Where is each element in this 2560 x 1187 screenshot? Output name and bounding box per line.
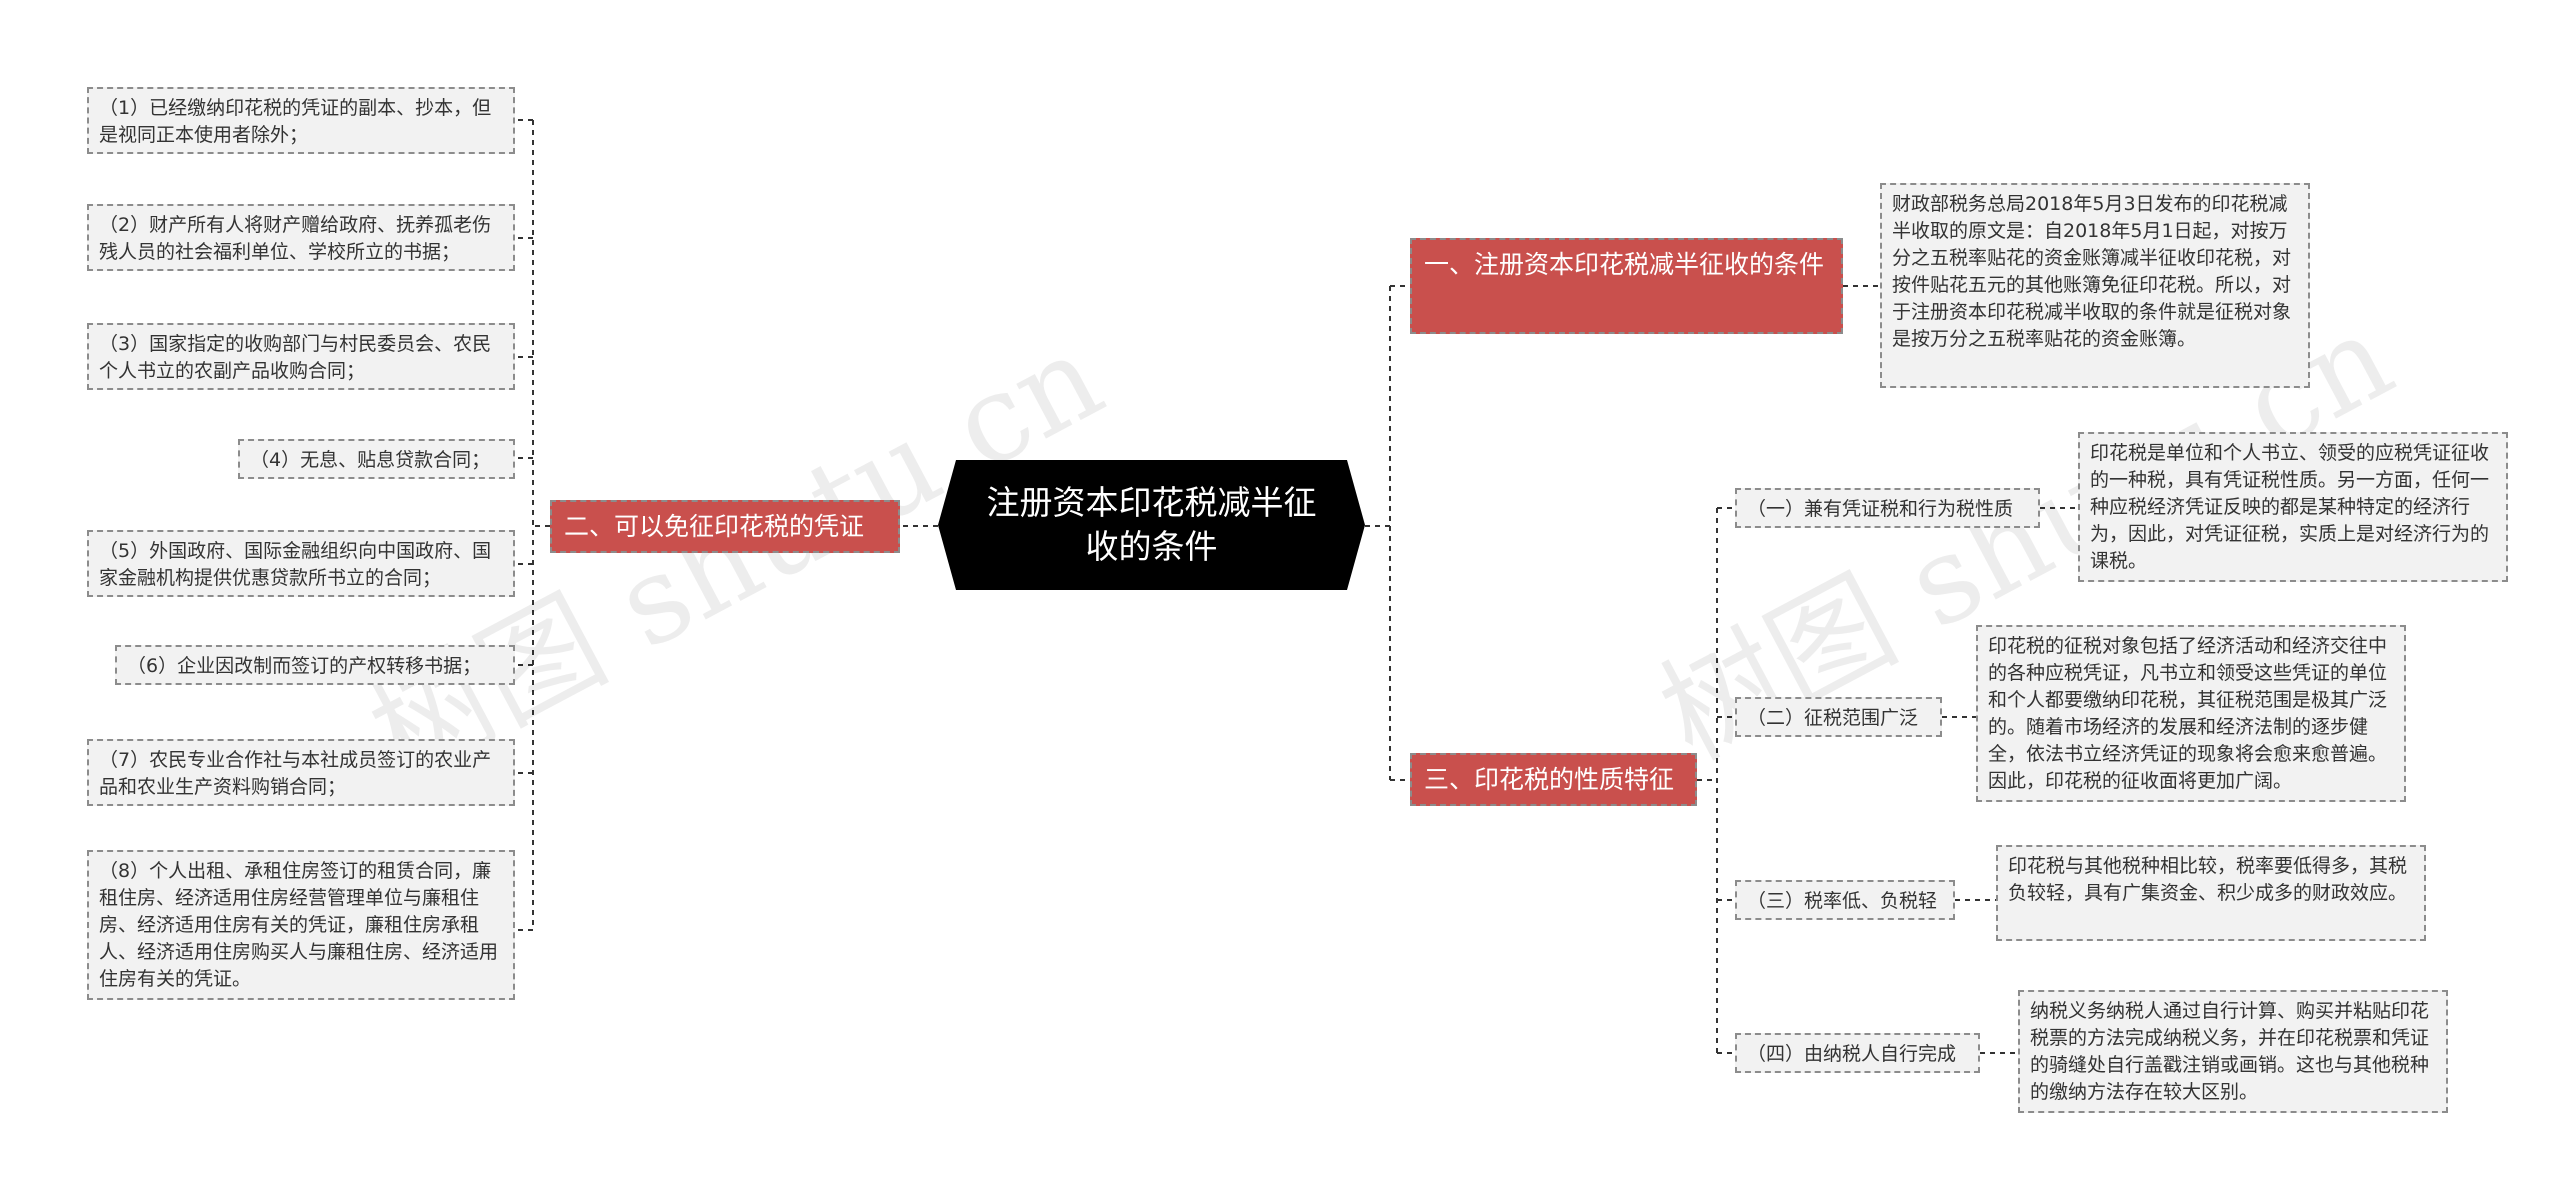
leaf-exempt-3[interactable]: （3）国家指定的收购部门与村民委员会、农民个人书立的农副产品收购合同； [87,323,515,390]
branch-exempt-documents-label: 二、可以免征印花税的凭证 [564,512,865,541]
sub-item-dual-nature[interactable]: （一）兼有凭证税和行为税性质 [1735,488,2040,528]
branch-halving-conditions[interactable]: 一、注册资本印花税减半征收的条件 [1410,238,1843,334]
sub-item-self-completion[interactable]: （四）由纳税人自行完成 [1735,1033,1980,1073]
branch-halving-conditions-label: 一、注册资本印花税减半征收的条件 [1424,250,1825,279]
branch-nature-features[interactable]: 三、印花税的性质特征 [1410,753,1697,806]
leaf-exempt-6[interactable]: （6）企业因改制而签订的产权转移书据； [115,645,515,685]
leaf-exempt-5[interactable]: （5）外国政府、国际金融组织向中国政府、国家金融机构提供优惠贷款所书立的合同； [87,530,515,597]
sub-item-low-rate[interactable]: （三）税率低、负税轻 [1735,880,1955,920]
leaf-halving-detail[interactable]: 财政部税务总局2018年5月3日发布的印花税减半收取的原文是：自2018年5月1… [1880,183,2310,388]
leaf-dual-nature-detail[interactable]: 印花税是单位和个人书立、领受的应税凭证征收的一种税，具有凭证税性质。另一方面，任… [2078,432,2508,582]
leaf-exempt-4[interactable]: （4）无息、贴息贷款合同； [238,439,515,479]
leaf-exempt-1[interactable]: （1）已经缴纳印花税的凭证的副本、抄本，但是视同正本使用者除外； [87,87,515,154]
sub-item-wide-scope[interactable]: （二）征税范围广泛 [1735,697,1942,737]
leaf-exempt-8[interactable]: （8）个人出租、承租住房签订的租赁合同，廉租住房、经济适用住房经营管理单位与廉租… [87,850,515,1000]
leaf-exempt-7[interactable]: （7）农民专业合作社与本社成员签订的农业产品和农业生产资料购销合同； [87,739,515,806]
root-topic[interactable]: 注册资本印花税减半征收的条件 [938,460,1365,590]
leaf-self-completion-detail[interactable]: 纳税义务纳税人通过自行计算、购买并粘贴印花税票的方法完成纳税义务，并在印花税票和… [2018,990,2448,1113]
leaf-low-rate-detail[interactable]: 印花税与其他税种相比较，税率要低得多，其税负较轻，具有广集资金、积少成多的财政效… [1996,845,2426,941]
branch-exempt-documents[interactable]: 二、可以免征印花税的凭证 [550,500,900,553]
branch-nature-features-label: 三、印花税的性质特征 [1424,765,1675,794]
leaf-exempt-2[interactable]: （2）财产所有人将财产赠给政府、抚养孤老伤残人员的社会福利单位、学校所立的书据； [87,204,515,271]
root-topic-label: 注册资本印花税减半征收的条件 [986,483,1317,566]
leaf-wide-scope-detail[interactable]: 印花税的征税对象包括了经济活动和经济交往中的各种应税凭证，凡书立和领受这些凭证的… [1976,625,2406,802]
